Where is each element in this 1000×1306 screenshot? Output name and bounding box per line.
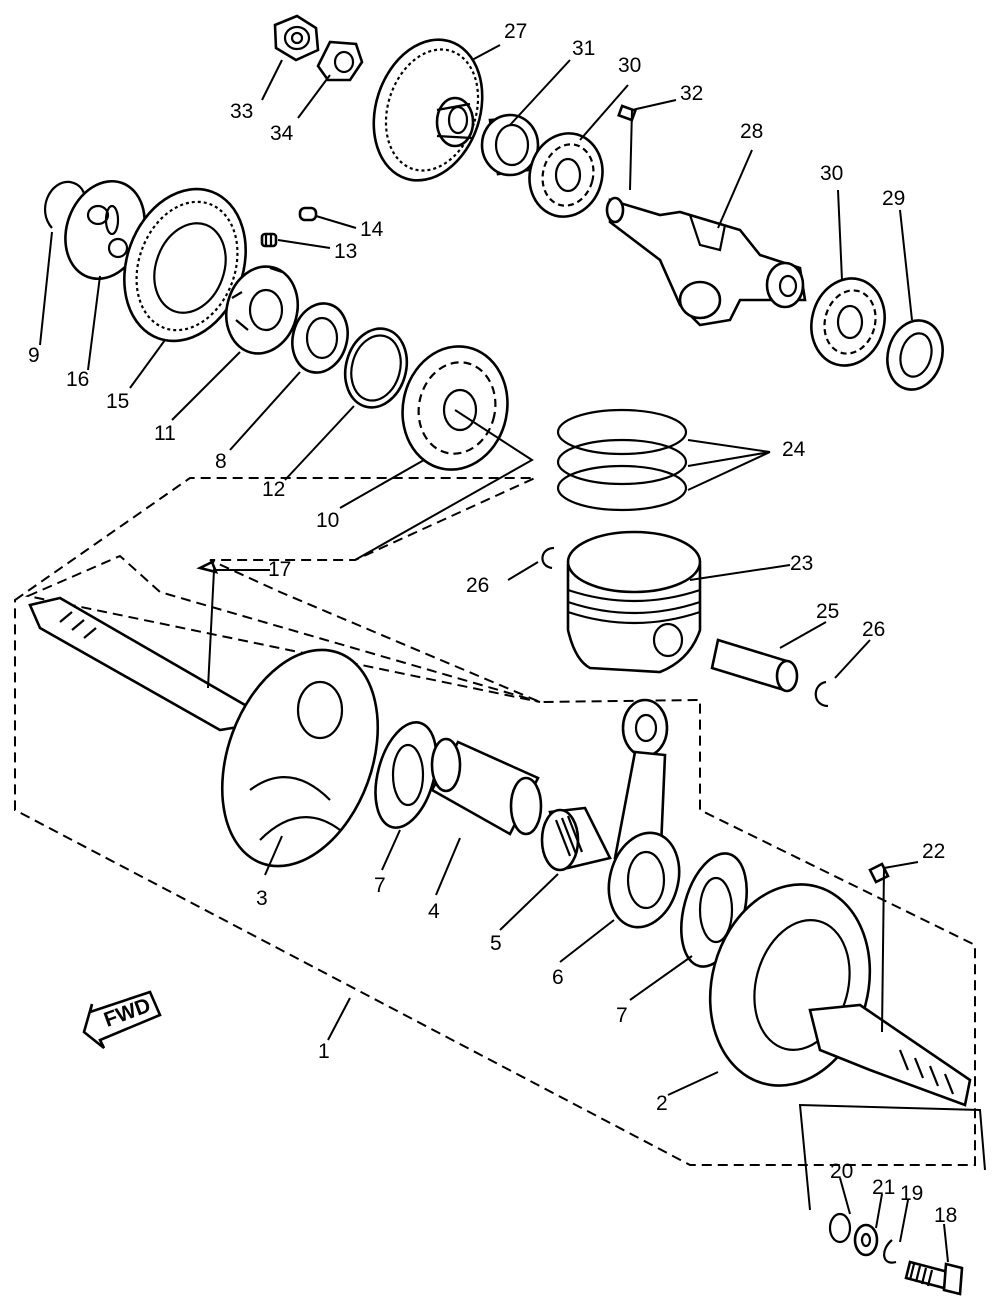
label-part-34: 34 <box>270 122 294 145</box>
label-part-20: 20 <box>830 1160 853 1183</box>
label-part-13: 13 <box>334 240 357 263</box>
label-part-28: 28 <box>740 120 763 143</box>
label-part-30-lower: 30 <box>820 162 843 185</box>
crank-pin-4 <box>430 737 543 836</box>
label-part-33: 33 <box>230 100 253 123</box>
piston-pin-clip-26a <box>541 546 555 570</box>
starter-wheel-gear-15 <box>123 187 247 343</box>
spring-13 <box>260 232 278 248</box>
label-part-12: 12 <box>262 478 285 501</box>
label-part-4: 4 <box>428 900 440 923</box>
bearing-30-lower <box>810 277 886 367</box>
label-part-16: 16 <box>66 368 89 391</box>
label-part-15: 15 <box>106 390 129 413</box>
one-way-clutch-11 <box>225 265 299 355</box>
primary-gear-27 <box>372 38 484 182</box>
label-part-27: 27 <box>504 20 527 43</box>
lock-washer-34 <box>316 40 364 82</box>
label-part-9: 9 <box>28 344 40 367</box>
piston-pin-clip-26b <box>814 680 829 708</box>
label-part-26-right: 26 <box>862 618 885 641</box>
label-part-22: 22 <box>922 840 945 863</box>
label-part-19: 19 <box>900 1182 923 1205</box>
thrust-washer-7-left <box>374 721 438 829</box>
nut-33 <box>273 14 320 62</box>
label-part-1: 1 <box>318 1040 330 1063</box>
needle-bearing-5 <box>540 806 612 872</box>
connecting-rod-6 <box>607 698 681 929</box>
lock-washer-19 <box>883 1239 897 1264</box>
label-part-24: 24 <box>782 438 806 461</box>
label-part-26-left: 26 <box>466 574 489 597</box>
bearing-30-upper <box>528 132 604 218</box>
bolt-kit-boundary <box>798 1103 986 1211</box>
o-ring-20 <box>828 1212 852 1244</box>
label-part-6: 6 <box>552 966 564 989</box>
piston-rings-24 <box>556 408 688 512</box>
label-part-8: 8 <box>215 450 227 473</box>
washer-21 <box>853 1223 879 1257</box>
label-part-2: 2 <box>656 1092 668 1115</box>
right-crankshaft-2 <box>708 883 972 1107</box>
label-part-10: 10 <box>316 509 339 532</box>
left-crankshaft-3 <box>28 596 380 868</box>
piston-pin-25 <box>710 638 799 693</box>
label-part-25: 25 <box>816 600 839 623</box>
label-part-31: 31 <box>572 37 595 60</box>
pin-14 <box>298 206 318 222</box>
label-part-32: 32 <box>680 82 703 105</box>
leader-lines <box>39 44 949 1263</box>
crankshaft-assembly-boundary <box>14 477 976 1166</box>
label-part-30-upper: 30 <box>618 54 641 77</box>
label-part-18: 18 <box>934 1204 957 1227</box>
balancer-shaft-28 <box>605 196 807 327</box>
label-part-17: 17 <box>268 558 291 581</box>
washer-8 <box>291 302 349 374</box>
shim-ring-12 <box>343 327 409 409</box>
woodruff-key-22 <box>868 862 890 884</box>
woodruff-key-17 <box>196 560 219 574</box>
bolt-18 <box>904 1260 964 1296</box>
label-part-29: 29 <box>882 187 905 210</box>
crankshaft-inner-boundary <box>24 554 541 703</box>
main-bearing-10 <box>401 345 509 471</box>
piston-23 <box>566 530 702 674</box>
label-part-11: 11 <box>154 422 176 445</box>
label-part-21: 21 <box>872 1176 895 1199</box>
label-part-14: 14 <box>360 218 384 241</box>
label-part-5: 5 <box>490 932 502 955</box>
oil-seal-29 <box>886 319 944 391</box>
part-number-labels: 33 34 27 31 30 32 28 30 29 14 13 9 16 15… <box>28 20 957 1227</box>
label-part-23: 23 <box>790 552 813 575</box>
forward-direction-arrow: FWD <box>82 990 162 1050</box>
label-part-3: 3 <box>256 887 268 910</box>
collar-31 <box>480 113 540 177</box>
label-part-7-right: 7 <box>616 1004 628 1027</box>
label-part-7-left: 7 <box>374 874 386 897</box>
